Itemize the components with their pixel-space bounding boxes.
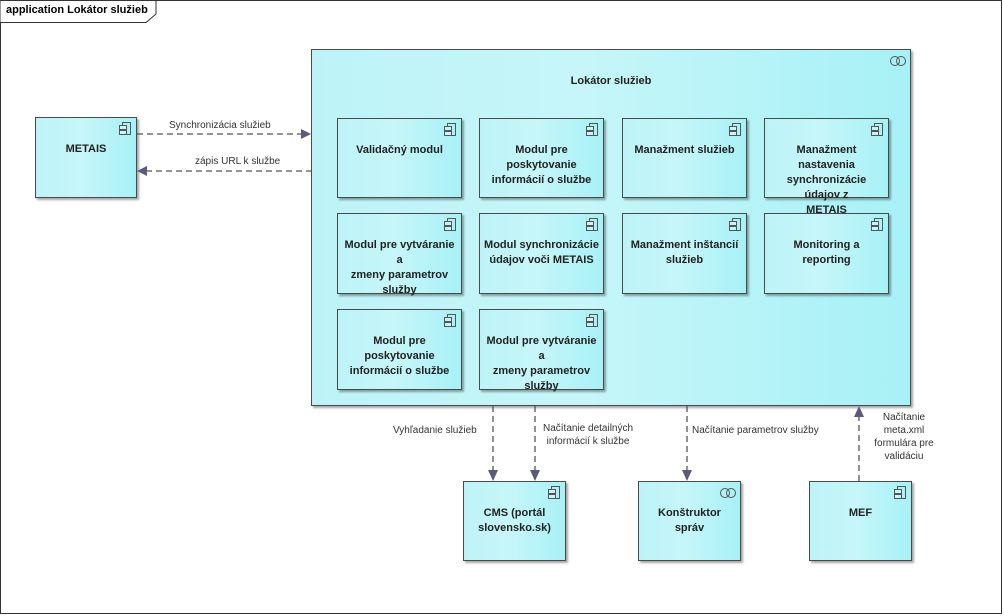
module-monitoring[interactable]: Monitoring a reporting	[764, 213, 889, 294]
component-icon	[548, 486, 560, 499]
module-label-line: informácií o službe	[349, 365, 450, 377]
cms-component[interactable]: CMS (portál slovensko.sk)	[463, 481, 566, 561]
module-label-line: synchronizácie údajov z	[786, 174, 867, 201]
module-label-line: zmeny parametrov	[492, 365, 591, 377]
module-label-line: zmeny parametrov	[350, 269, 449, 281]
module-manazment-instancii[interactable]: Manažment inštancií služieb	[622, 213, 747, 294]
component-icon	[729, 123, 741, 136]
arrowhead	[530, 470, 540, 481]
edge-label-vyhladanie: Vyhľadanie služieb	[393, 425, 477, 436]
component-icon	[586, 123, 598, 136]
edge-label-sync: Synchronizácia služieb	[169, 120, 271, 131]
module-poskytovanie-2[interactable]: Modul pre poskytovanie informácií o služ…	[337, 309, 462, 390]
collaboration-icon	[720, 488, 738, 499]
arrowhead	[301, 129, 311, 139]
module-label-line: Modul pre vytváranie a	[344, 239, 455, 266]
component-icon	[444, 314, 456, 327]
module-vytvaranie-2[interactable]: Modul pre vytváranie a zmeny parametrov …	[479, 309, 604, 392]
module-synchronizacie[interactable]: Modul synchronizácie údajov voči METAIS	[479, 213, 604, 294]
cms-label-line: slovensko.sk)	[478, 522, 551, 534]
arrowhead	[488, 470, 498, 481]
module-manazment-sluzieb[interactable]: Manažment služieb	[622, 118, 747, 198]
module-label-line: služby	[524, 380, 559, 392]
component-icon	[729, 218, 741, 231]
container-title: Lokátor služieb	[570, 75, 652, 87]
module-manazment-nastavenia[interactable]: Manažment nastavenia synchronizácie údaj…	[764, 118, 889, 216]
mef-component[interactable]: MEF	[809, 481, 912, 561]
module-label-line: Validačný modul	[356, 144, 443, 156]
arrowhead	[137, 166, 147, 176]
frame-tab	[0, 0, 157, 23]
arrowhead	[854, 406, 864, 417]
module-label-line: Modul synchronizácie	[484, 239, 599, 251]
metais-label: METAIS	[65, 143, 107, 155]
module-validacny[interactable]: Validačný modul	[337, 118, 462, 198]
cms-label-line: CMS (portál	[483, 507, 546, 519]
module-label-line: Manažment služieb	[634, 144, 735, 156]
konstruktor-label: Konštruktor správ	[658, 507, 721, 534]
edge-label-nacitanie-param: Načítanie parametrov služby	[692, 425, 819, 436]
module-vytvaranie-1[interactable]: Modul pre vytváranie a zmeny parametrov …	[337, 213, 462, 296]
edge-label-nacitanie-detail: Načítanie detailných informácií k službe	[543, 423, 634, 447]
mef-label: MEF	[848, 507, 873, 519]
arrowhead	[682, 470, 692, 481]
module-label-line: Modul pre poskytovanie	[364, 335, 435, 362]
module-label-line: Manažment inštancií	[630, 239, 739, 251]
module-label-line: Modul pre poskytovanie	[506, 144, 577, 171]
component-icon	[871, 123, 883, 136]
edge-label-zapis: zápis URL k službe	[195, 156, 281, 167]
component-icon	[871, 218, 883, 231]
component-icon	[586, 218, 598, 231]
component-icon	[444, 123, 456, 136]
module-label-line: informácií o službe	[491, 174, 592, 186]
module-label-line: Modul pre vytváranie a	[486, 335, 597, 362]
metais-component[interactable]: METAIS	[35, 117, 137, 198]
module-label-line: Monitoring a reporting	[793, 239, 860, 266]
component-icon	[586, 314, 598, 327]
module-label-line: Manažment nastavenia	[796, 144, 857, 171]
module-label-line: služby	[382, 284, 417, 296]
module-label-line: služieb	[665, 254, 704, 266]
module-label-line: údajov voči METAIS	[489, 254, 594, 266]
component-icon	[444, 218, 456, 231]
konstruktor-component[interactable]: Konštruktor správ	[638, 481, 741, 561]
module-poskytovanie-1[interactable]: Modul pre poskytovanie informácií o služ…	[479, 118, 604, 198]
edge-label-nacitanie-meta: Načítanie meta.xml formulára pre validác…	[874, 412, 934, 462]
component-icon	[894, 486, 906, 499]
component-icon	[119, 122, 131, 135]
collaboration-icon	[890, 56, 908, 67]
frame-title: application Lokátor služieb	[6, 4, 148, 16]
